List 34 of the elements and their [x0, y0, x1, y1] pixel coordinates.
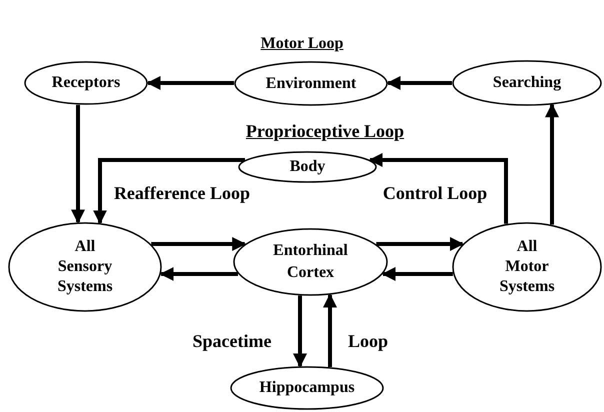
arrow [146, 76, 234, 90]
ellipse-node [230, 366, 384, 410]
node-label: Hippocampus [258, 378, 356, 398]
arrow [376, 237, 464, 251]
ellipse-node [452, 222, 602, 312]
arrow [323, 294, 337, 367]
node-label: Entorhinal Cortex [272, 241, 349, 283]
arrow [368, 153, 508, 224]
arrow [160, 267, 238, 281]
loop-label: Reafference Loop [112, 182, 252, 205]
node-label: Receptors [50, 73, 122, 93]
arrow [545, 103, 559, 225]
arrow [293, 296, 307, 368]
ellipse-node [234, 61, 388, 106]
node-label: Body [288, 157, 326, 177]
ellipse-node [24, 61, 148, 105]
diagram-title: Motor Loop [260, 34, 344, 54]
ellipse-node [8, 222, 162, 312]
node-label: All Motor Systems [498, 237, 556, 297]
arrow [71, 104, 85, 224]
arrow [151, 237, 246, 251]
arrow [93, 158, 245, 224]
ellipse-node [452, 60, 602, 106]
arrow [382, 267, 453, 281]
node-label: Searching [492, 73, 562, 93]
ellipse-node [238, 151, 377, 183]
arrow [386, 76, 452, 90]
loop-label: Proprioceptive Loop [244, 120, 406, 143]
node-label: All Sensory Systems [56, 237, 114, 297]
node-label: Environment [264, 74, 358, 94]
loop-label: Loop [346, 330, 390, 353]
ellipse-node [233, 228, 388, 296]
loop-label: Control Loop [382, 182, 488, 205]
loop-label: Spacetime [192, 330, 272, 353]
